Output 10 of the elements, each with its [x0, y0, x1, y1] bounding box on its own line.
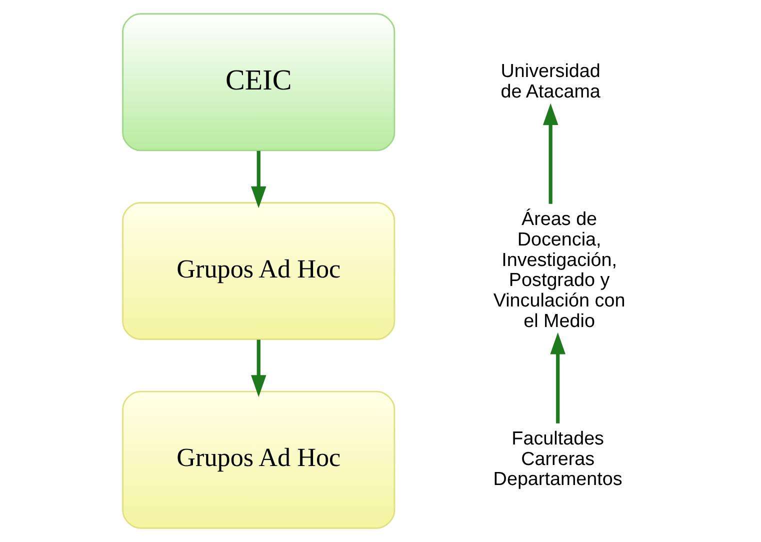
node-box: Grupos Ad Hoc	[122, 202, 395, 340]
node-text: Facultades Carreras Departamentos	[492, 428, 622, 490]
node-box: Grupos Ad Hoc	[122, 390, 395, 529]
arrow	[550, 332, 565, 424]
node-text: Áreas de Docencia, Investigación, Postgrado y Vinculación con el Medio	[492, 209, 625, 332]
node-box: CEIC	[122, 13, 395, 152]
arrow	[250, 340, 266, 397]
node-text: Universidad de Atacama	[500, 60, 600, 102]
arrow	[542, 103, 558, 204]
arrow	[250, 150, 266, 208]
